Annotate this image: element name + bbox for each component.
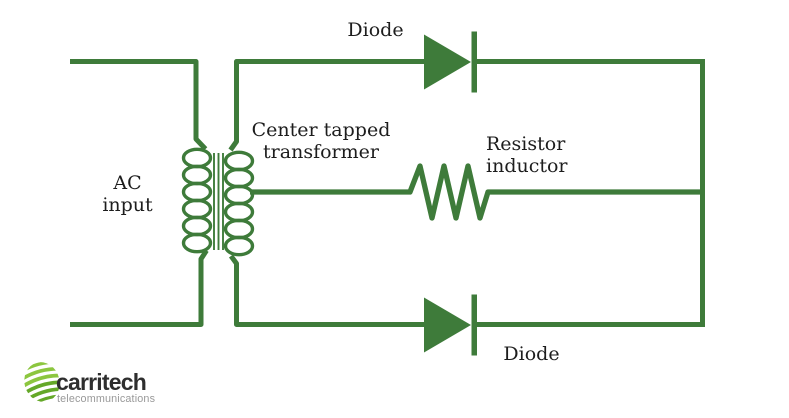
carritech-logo: carritech telecommunications: [24, 359, 174, 411]
carritech-globe-icon: [24, 361, 60, 403]
transformer-secondary-coil: [223, 150, 255, 257]
transformer-core: [213, 153, 224, 250]
diode-bottom-symbol: [424, 294, 477, 356]
center-tap-resistor-wire: [250, 163, 702, 221]
secondary-bottom-wire: [228, 254, 424, 327]
diode-top-symbol: [424, 31, 477, 93]
label-diode-bottom: Diode: [503, 343, 560, 365]
transformer-primary-coil: [181, 147, 213, 254]
diode-top-cathode-bar: [471, 31, 477, 93]
diode-bottom-triangle: [424, 297, 471, 353]
diode-top-triangle: [424, 34, 471, 90]
primary-bottom-lead-wire: [70, 249, 209, 327]
secondary-top-wire: [228, 59, 424, 152]
carritech-wordmark: carritech: [56, 369, 147, 395]
label-center-tapped-transformer: Center tapped transformer: [251, 119, 391, 163]
label-resistor-inductor: Resistor inductor: [486, 133, 568, 177]
label-ac-input: AC input: [102, 172, 153, 216]
primary-top-lead-wire: [70, 59, 208, 151]
carritech-tagline: telecommunications: [57, 393, 156, 405]
label-diode-top: Diode: [347, 19, 404, 41]
diode-bottom-cathode-bar: [471, 294, 477, 356]
output-loop-wire: [476, 59, 705, 327]
